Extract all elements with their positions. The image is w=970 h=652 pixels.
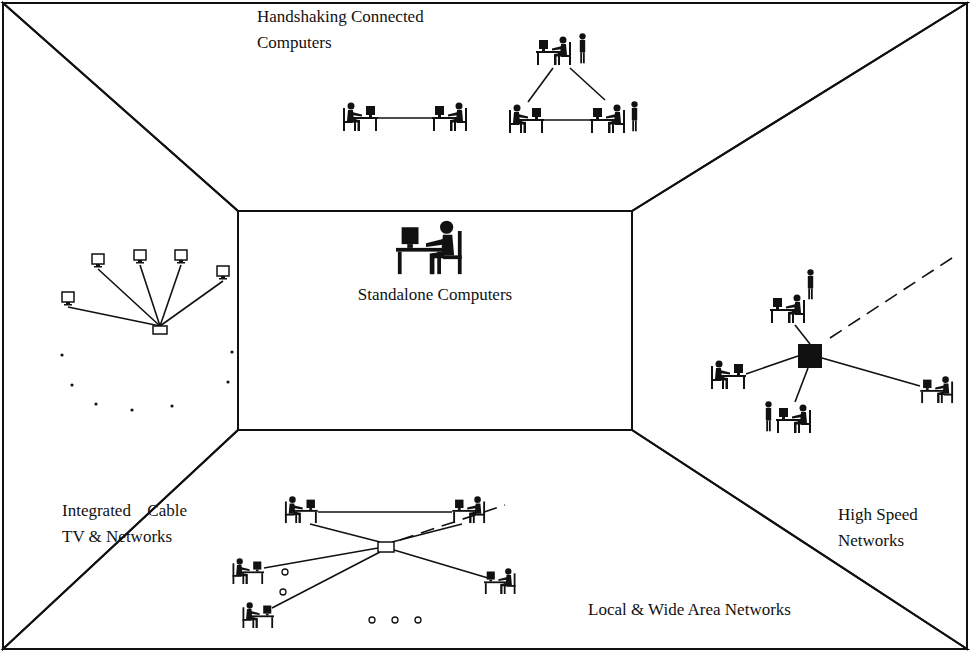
region-label: Handshaking Connected Computers (257, 4, 457, 56)
top-region: Handshaking Connected Computers (3, 3, 967, 211)
right-region: High Speed Networks (632, 3, 967, 649)
region-border (3, 3, 967, 211)
region-outline (3, 3, 967, 211)
region-border (3, 3, 238, 649)
region-border (238, 211, 632, 430)
region-outline (3, 3, 238, 649)
link-lines (68, 68, 952, 608)
region-label: Standalone Computers (300, 282, 570, 308)
left-region: Integrated Cable TV & Networks (3, 3, 238, 649)
region-label: Local & Wide Area Networks (588, 597, 848, 623)
center-region: Standalone Computers (238, 211, 632, 430)
region-outline (238, 211, 632, 430)
region-border (632, 3, 967, 649)
region-label: Integrated Cable TV & Networks (62, 498, 187, 550)
computer-icons (60, 33, 953, 628)
region-label: High Speed Networks (838, 502, 938, 554)
region-border (3, 430, 967, 649)
region-outline (632, 3, 967, 649)
